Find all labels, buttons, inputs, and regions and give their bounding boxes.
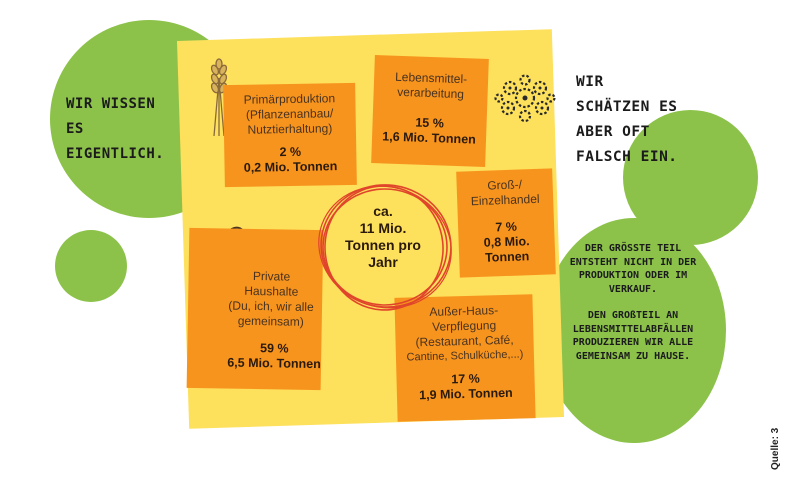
wheat-icon	[210, 58, 228, 137]
sector-processing: Lebensmittel- verarbeitung 15 % 1,6 Mio.…	[371, 55, 489, 167]
gears-icon	[494, 74, 556, 123]
headline-right: WIR SCHÄTZEN ES ABER OFT FALSCH EIN.	[576, 74, 678, 165]
sector-primary: Primärproduktion (Pflanzenanbau/ Nutztie…	[223, 82, 357, 188]
sector-trade: Groß-/ Einzelhandel 7 % 0,8 Mio. Tonnen	[456, 168, 556, 278]
headline-left: WIR WISSEN ES EIGENTLICH.	[66, 96, 165, 162]
green-circle-right-bottom	[542, 218, 726, 443]
ring-scribble	[318, 184, 452, 311]
green-circle-small	[55, 230, 127, 302]
source-label: Quelle: 3	[770, 427, 781, 470]
note-text: DER GRÖSSTE TEIL ENTSTEHT NICHT IN DER P…	[569, 243, 697, 362]
sector-households: Private Haushalte (Du, ich, wir alle gem…	[186, 227, 324, 391]
center-total: ca. 11 Mio. Tonnen pro Jahr	[345, 203, 421, 270]
